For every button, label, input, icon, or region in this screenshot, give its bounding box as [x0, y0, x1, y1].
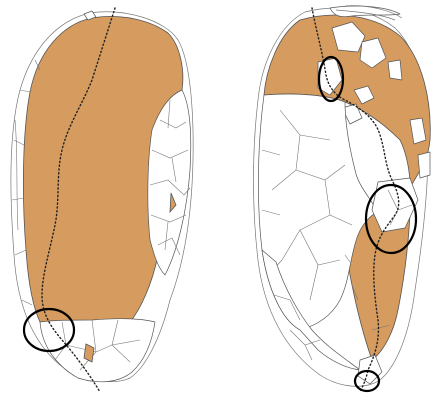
right-specimen [254, 6, 431, 392]
left-specimen [11, 8, 193, 392]
